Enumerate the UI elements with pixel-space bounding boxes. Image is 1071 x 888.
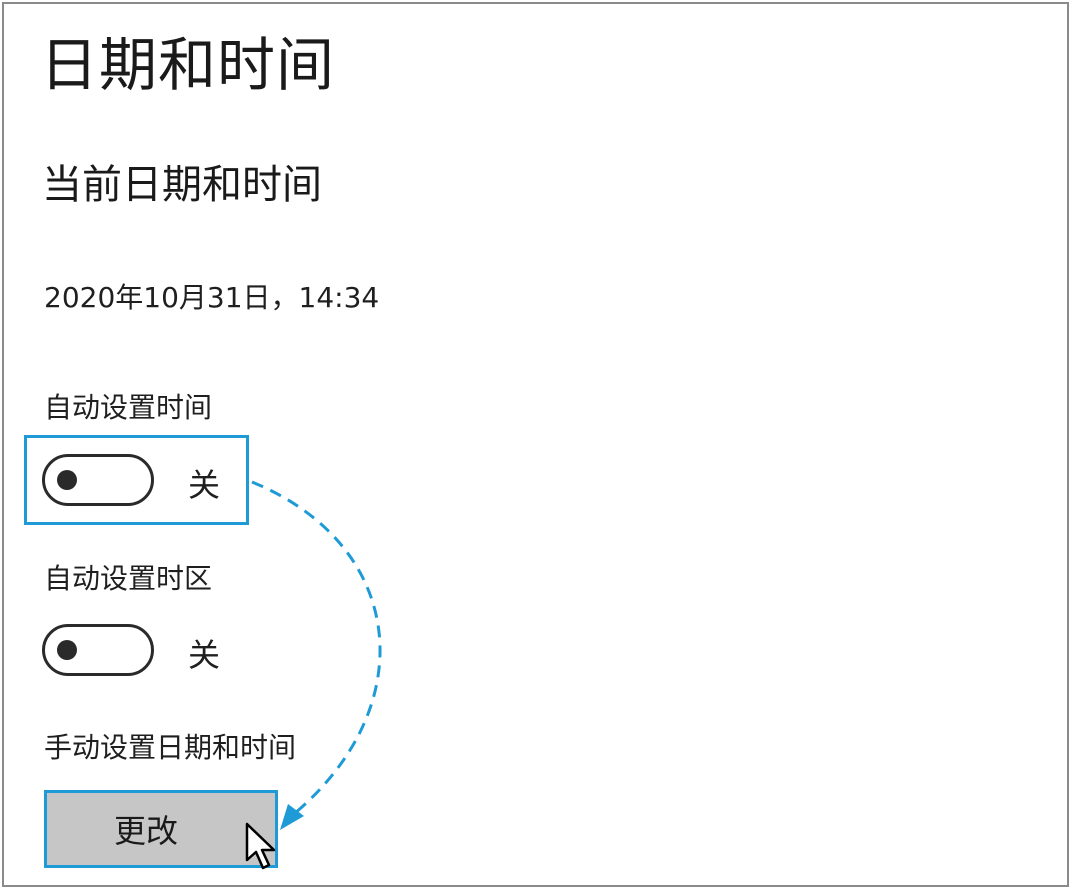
auto-timezone-state: 关 <box>188 636 221 674</box>
change-button[interactable]: 更改 <box>44 790 278 868</box>
auto-timezone-label: 自动设置时区 <box>44 562 213 595</box>
current-datetime: 2020年10月31日，14:34 <box>44 281 380 314</box>
dashed-arrow-icon <box>251 480 382 830</box>
auto-timezone-toggle[interactable] <box>42 624 154 676</box>
toggle-knob <box>57 640 77 660</box>
section-title: 当前日期和时间 <box>42 162 322 208</box>
auto-time-toggle[interactable] <box>42 454 154 506</box>
auto-time-state: 关 <box>188 466 221 504</box>
manual-datetime-label: 手动设置日期和时间 <box>44 731 297 764</box>
toggle-knob <box>57 470 77 490</box>
auto-time-label: 自动设置时间 <box>44 391 213 424</box>
auto-time-highlight-box <box>24 435 249 525</box>
mouse-pointer-icon <box>245 822 276 870</box>
page-title: 日期和时间 <box>40 31 336 99</box>
